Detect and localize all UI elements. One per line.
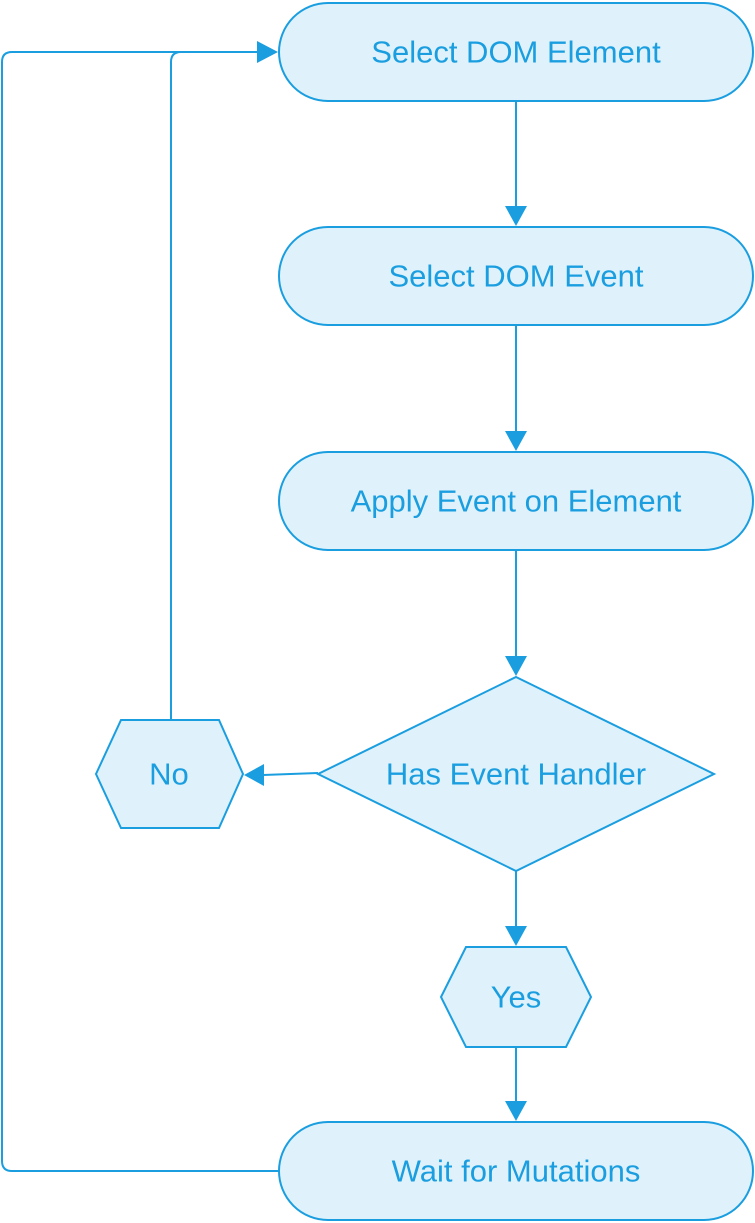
node-no: No <box>94 719 245 829</box>
edge-has-handler-to-no <box>262 772 319 776</box>
arrowhead-wait-mutations <box>505 1101 527 1121</box>
arrowhead-apply-event <box>505 431 527 451</box>
yes-label: Yes <box>491 980 542 1015</box>
node-wait-for-mutations: Wait for Mutations <box>278 1121 754 1221</box>
node-yes: Yes <box>439 946 593 1048</box>
node-apply-event-on-element: Apply Event on Element <box>278 451 754 551</box>
node-select-dom-element: Select DOM Element <box>278 2 754 102</box>
hexagon-shape <box>94 719 245 829</box>
arrowhead-no <box>244 764 264 786</box>
node-select-dom-event: Select DOM Event <box>278 226 754 326</box>
rounded-process-shape <box>278 226 754 326</box>
edge-wait-mutations-to-select-element <box>1 51 279 1172</box>
has-event-handler-label: Has Event Handler <box>386 757 646 792</box>
edges <box>1 41 527 1172</box>
no-label: No <box>149 757 189 792</box>
select-dom-element-label: Select DOM Element <box>371 35 661 70</box>
hexagon-shape <box>439 946 593 1048</box>
node-has-event-handler: Has Event Handler <box>315 675 717 873</box>
arrowhead-yes <box>505 926 527 946</box>
select-dom-event-label: Select DOM Event <box>389 259 644 294</box>
apply-event-on-element-label: Apply Event on Element <box>351 484 682 519</box>
rounded-process-shape <box>278 451 754 551</box>
rounded-process-shape <box>278 1121 754 1221</box>
decision-diamond-shape <box>315 675 717 873</box>
rounded-process-shape <box>278 2 754 102</box>
arrowhead-select-element <box>257 41 278 63</box>
edge-no-to-select-element <box>170 51 258 720</box>
wait-for-mutations-label: Wait for Mutations <box>392 1154 641 1189</box>
arrowhead-select-event <box>505 206 527 226</box>
arrowhead-has-handler <box>505 656 527 676</box>
